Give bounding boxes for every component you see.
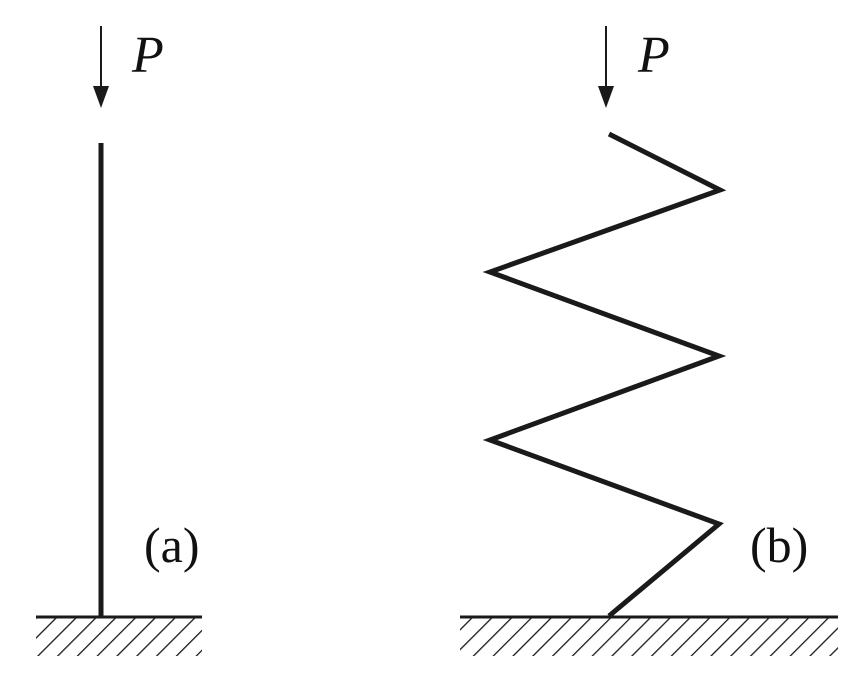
ground-hatch-a (36, 618, 202, 656)
ground-hatch-b (460, 618, 838, 656)
load-arrowhead-b (598, 86, 614, 108)
load-arrowhead-a (93, 86, 109, 108)
panel-a: P (a) (36, 26, 202, 656)
spring-b (482, 131, 727, 618)
panel-b: P (b) (460, 26, 838, 656)
load-label-a: P (131, 27, 164, 84)
panel-label-b: (b) (750, 517, 808, 573)
panel-label-a: (a) (144, 517, 200, 573)
load-label-b: P (637, 27, 670, 84)
